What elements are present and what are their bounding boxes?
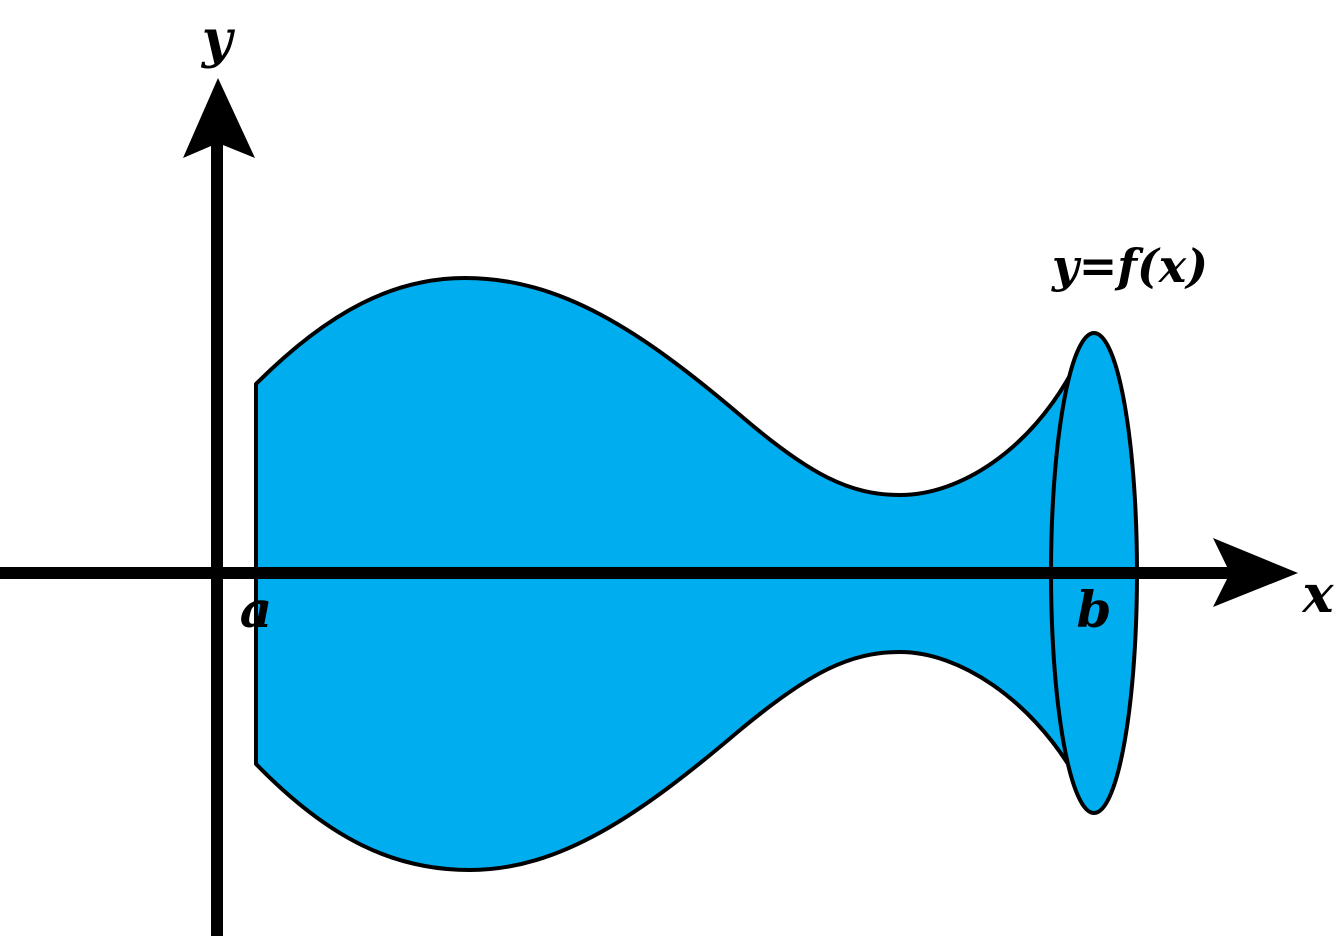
function-label: y=f(x)	[1051, 239, 1208, 293]
y-axis-arrowhead	[183, 78, 255, 158]
b-bound-label: b	[1077, 580, 1112, 639]
x-axis-arrowhead	[1213, 538, 1298, 607]
x-axis-label: x	[1301, 564, 1334, 625]
y-axis-label: y	[201, 9, 236, 70]
a-bound-label: a	[240, 580, 272, 639]
